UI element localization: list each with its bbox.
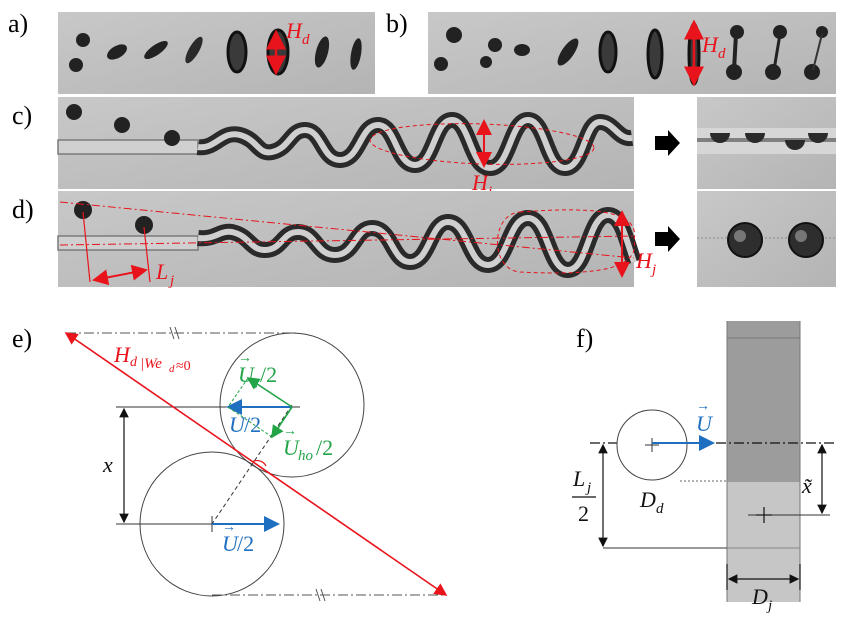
panel-label-f: f) [576,324,593,353]
label-e-We: |We [140,356,162,372]
panel-label-d: d) [12,195,34,224]
label-e-Uho-tail: /2 [316,435,333,460]
label-Lj-d: L [155,259,168,284]
photo-a [58,12,375,94]
svg-text:→: → [696,399,710,414]
panel-label-c: c) [12,101,32,130]
label-f-Lj-den: 2 [578,501,589,526]
label-e-x: x [102,452,113,477]
label-e-Hd-sub: d [130,355,138,370]
diagram-e [64,326,448,602]
label-f-Lj-num: L [572,466,585,491]
label-Hj-d-sub: j [650,262,656,278]
photo-c [57,97,634,189]
label-e-Uho-sub: ho [298,448,314,464]
label-Hd-b: H [701,32,719,57]
label-f-Dj-sub: j [766,598,772,614]
label-Lj-d-sub: j [168,273,174,289]
label-e-Uho: U [283,435,301,460]
label-e-U-top-tail: /2 [244,412,261,437]
label-e-We-tail: ≈0 [176,359,191,374]
label-e-Hd: H [113,342,131,367]
label-Hd-a-sub: d [302,32,310,48]
label-e-U-top: U [229,412,247,437]
label-Hj-c: H [471,170,489,195]
label-Hd-a: H [285,18,303,43]
label-f-U: U [696,411,714,436]
right-arrow-icon [655,226,680,252]
label-f-Lj-num-sub: j [585,480,591,496]
label-e-U-bot-tail: /2 [237,531,254,556]
right-arrow-icon [655,130,680,156]
label-f-Dd: D [639,487,656,512]
photo-c-detail [697,97,836,189]
photo-d [57,191,642,287]
label-f-Dj: D [751,584,768,609]
diagram-f [590,321,836,602]
label-Hj-d: H [635,248,653,273]
label-e-Us-tail: /2 [260,362,277,387]
panel-label-a: a) [8,9,28,38]
photo-d-detail [697,191,836,287]
panel-label-b: b) [386,9,408,38]
label-e-U-bot: U [222,531,240,556]
label-e-Us-sub: s [252,376,258,392]
svg-text:→: → [238,351,252,366]
label-f-xtilde: x̃ [801,473,812,498]
svg-text:→: → [283,424,297,439]
panel-label-e: e) [12,324,32,353]
label-f-Dd-sub: d [656,501,664,517]
label-e-We-sub: d [169,363,175,375]
svg-text:→: → [222,520,236,535]
svg-text:→: → [229,401,243,416]
photo-b [428,12,836,94]
label-Hd-b-sub: d [718,46,726,62]
label-e-Us: U [238,362,256,387]
